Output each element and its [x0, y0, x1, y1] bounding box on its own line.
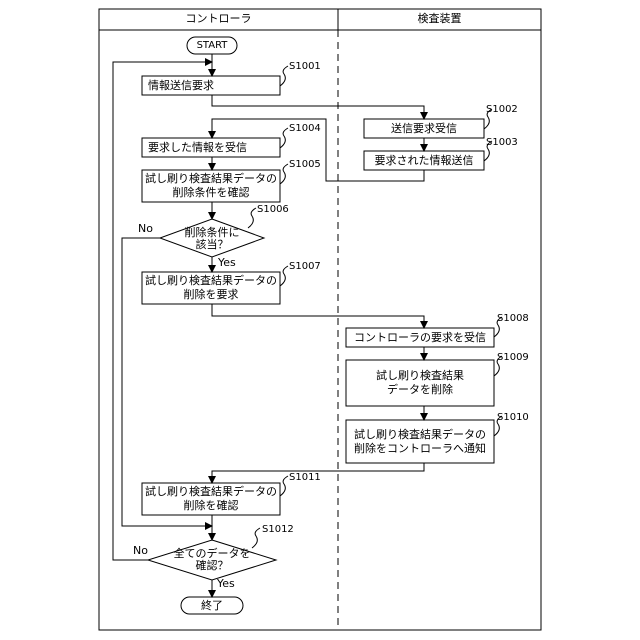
s1008-text: コントローラの要求を受信 — [346, 328, 494, 347]
s1002-text: 送信要求受信 — [364, 119, 484, 138]
step-label-s1012: S1012 — [262, 523, 294, 537]
s1007-text: 試し刷り検査結果データの 削除を要求 — [142, 272, 280, 304]
s1012-line2: 確認？ — [196, 560, 229, 572]
s1011-text: 試し刷り検査結果データの 削除を確認 — [142, 483, 280, 515]
s1009-line2: データを削除 — [387, 383, 453, 397]
s1005-text: 試し刷り検査結果データの 削除条件を確認 — [142, 170, 280, 202]
branch-label-s1012-no: No — [133, 544, 148, 558]
step-leader — [280, 164, 288, 184]
header-controller: コントローラ — [99, 12, 338, 26]
step-label-s1010: S1010 — [497, 411, 529, 425]
s1005-line2: 削除条件を確認 — [173, 186, 250, 200]
s1009-line1: 試し刷り検査結果 — [376, 369, 464, 383]
s1005-line1: 試し刷り検査結果データの — [145, 172, 277, 186]
s1011-line1: 試し刷り検査結果データの — [145, 485, 277, 499]
step-label-s1008: S1008 — [497, 312, 529, 326]
diagram-frame — [99, 9, 541, 630]
branch-label-s1012-yes: Yes — [217, 577, 235, 591]
s1010-line2: 削除をコントローラへ通知 — [354, 442, 486, 456]
step-label-s1003: S1003 — [486, 136, 518, 150]
step-leader — [280, 66, 288, 86]
step-label-s1006: S1006 — [257, 203, 289, 217]
end-label: 終了 — [181, 597, 243, 614]
branch-label-s1006-no: No — [138, 222, 153, 236]
step-leader — [248, 208, 256, 228]
step-leader — [280, 476, 288, 496]
step-label-s1005: S1005 — [289, 158, 321, 172]
s1010-text: 試し刷り検査結果データの 削除をコントローラへ通知 — [346, 420, 494, 463]
s1004-text: 要求した情報を受信 — [142, 138, 280, 157]
step-leader — [280, 128, 288, 148]
step-label-s1001: S1001 — [289, 60, 321, 74]
step-label-s1002: S1002 — [486, 103, 518, 117]
s1007-line2: 削除を要求 — [184, 288, 239, 302]
step-label-s1004: S1004 — [289, 122, 321, 136]
step-leader — [252, 528, 260, 548]
step-label-s1009: S1009 — [497, 351, 529, 365]
s1007-line1: 試し刷り検査結果データの — [145, 274, 277, 288]
s1012-text: 全てのデータを 確認？ — [168, 547, 256, 573]
s1010-line1: 試し刷り検査結果データの — [354, 428, 486, 442]
step-label-s1007: S1007 — [289, 260, 321, 274]
s1003-text: 要求された情報送信 — [364, 151, 484, 170]
s1006-line2: 該当？ — [196, 239, 229, 251]
connector — [212, 304, 424, 328]
s1009-text: 試し刷り検査結果 データを削除 — [346, 360, 494, 406]
s1001-text: 情報送信要求 — [142, 76, 280, 95]
step-leader — [280, 266, 288, 286]
step-label-s1011: S1011 — [289, 471, 321, 485]
header-inspection-device: 検査装置 — [338, 12, 541, 26]
branch-label-s1006-yes: Yes — [218, 256, 236, 270]
s1006-text: 削除条件に 該当？ — [172, 226, 252, 252]
connector — [212, 95, 424, 119]
start-label: START — [187, 37, 237, 54]
s1011-line2: 削除を確認 — [184, 499, 239, 513]
